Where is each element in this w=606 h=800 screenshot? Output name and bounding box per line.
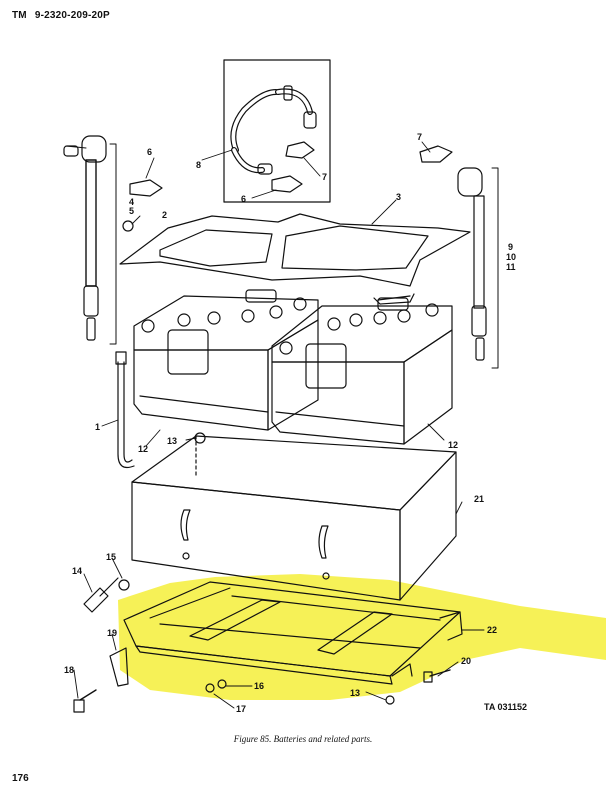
callout-13a: 13 [167,436,177,446]
callout-7a: 7 [322,172,327,182]
cable-group-box [223,59,331,203]
tm-header: TM 9-2320-209-20P [12,10,110,21]
callout-20: 20 [461,656,471,666]
callout-6a: 6 [147,147,152,157]
figure-caption: Figure 85. Batteries and related parts. [233,734,373,744]
callout-1: 1 [95,422,100,432]
clamp-parts [122,145,453,232]
callout-22: 22 [487,625,497,635]
callout-4: 4 [129,197,134,207]
mounting-hardware [73,577,451,713]
callout-7b: 7 [417,132,422,142]
callout-19: 19 [107,628,117,638]
callout-5: 5 [129,206,134,216]
page-number: 176 [12,773,29,784]
callout-8: 8 [196,160,201,170]
highlighter-mark [118,574,606,700]
callout-9: 9 [508,242,513,252]
callout-2: 2 [162,210,167,220]
callout-10: 10 [506,252,516,262]
left-cable [63,135,117,345]
hold-down-frame [119,213,471,305]
callout-21: 21 [474,494,484,504]
callout-14: 14 [72,566,82,576]
callout-16: 16 [254,681,264,691]
callout-numbers: 1 2 3 4 5 6 6 7 7 8 9 10 11 12 12 13 13 … [64,132,516,714]
callout-18: 18 [64,665,74,675]
battery-tray [123,581,463,685]
callout-11: 11 [506,262,516,272]
leader-lines [73,141,485,709]
battery-left [133,289,319,431]
tm-number: 9-2320-209-20P [34,10,110,21]
callout-6b: 6 [241,194,246,204]
tm-prefix: TM [12,10,27,21]
battery-right [271,297,453,445]
ta-number: TA 031152 [484,702,528,712]
callout-3: 3 [396,192,401,202]
right-cable [457,167,499,369]
callout-17: 17 [236,704,246,714]
j-bolt [115,351,206,469]
callout-13b: 13 [350,688,360,698]
callout-12a: 12 [138,444,148,454]
battery-box [131,435,457,601]
callout-12b: 12 [448,440,458,450]
callout-15: 15 [106,552,116,562]
